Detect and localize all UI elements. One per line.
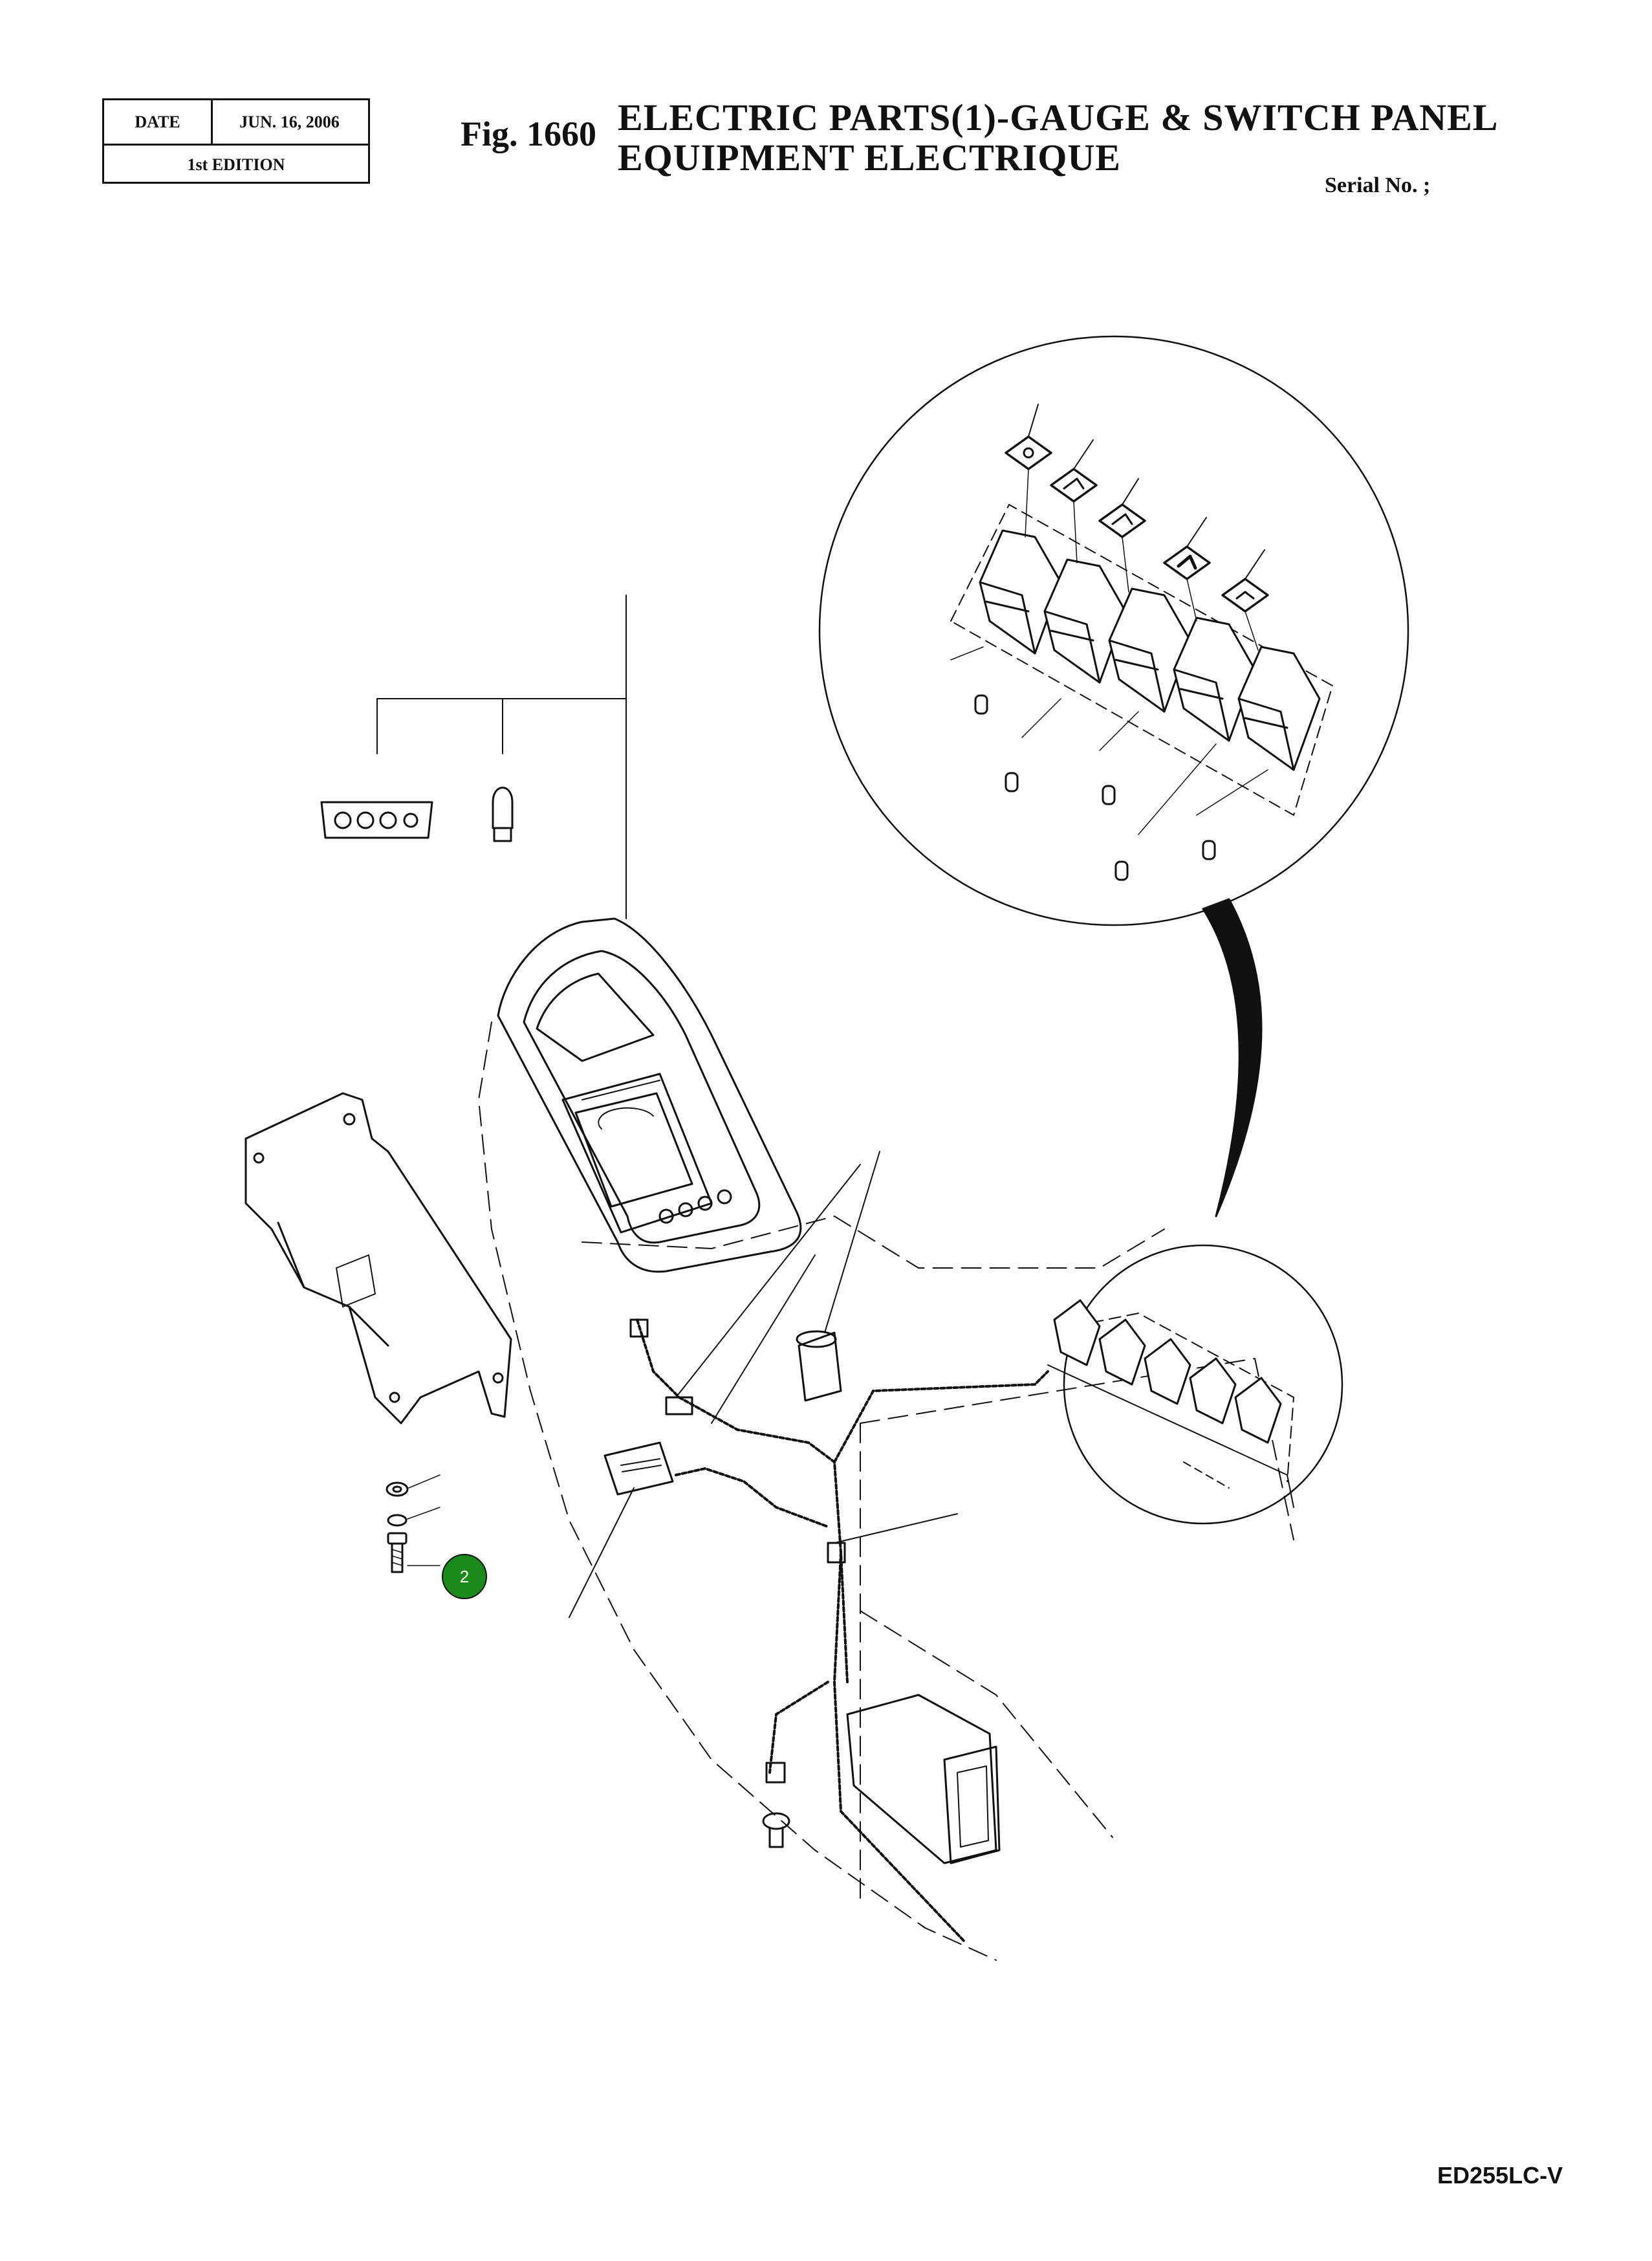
bulb <box>950 646 988 715</box>
rocker-switch <box>1098 1318 1146 1386</box>
mounting-bracket <box>245 1092 512 1425</box>
page-title: ELECTRIC PARTS(1)-GAUGE & SWITCH PANEL <box>618 96 1499 138</box>
date-value: JUN. 16, 2006 <box>239 112 340 131</box>
rocker-switch <box>1043 558 1127 684</box>
air-duct <box>846 1694 1001 1864</box>
sensor <box>796 1151 880 1402</box>
zoom-connector <box>1202 898 1263 1218</box>
callout-label: 2 <box>460 1567 469 1586</box>
washer-symbol-icon <box>1098 503 1146 538</box>
console-outline <box>478 1021 997 1961</box>
horn-symbol-icon <box>1221 578 1269 613</box>
knob <box>762 1812 790 1848</box>
figure-number: Fig. 1660 <box>461 115 596 153</box>
bolt <box>387 1532 440 1573</box>
switch-panel-detail-circle <box>1047 1244 1343 1525</box>
page-subtitle: EQUIPMENT ELECTRIQUE <box>618 137 1121 179</box>
rocker-switch <box>1234 1377 1282 1444</box>
console-outline <box>581 1216 1165 1269</box>
edition-label: 1st EDITION <box>187 155 285 174</box>
rocker-switch <box>1189 1357 1237 1425</box>
console-outline <box>860 1610 1113 1838</box>
travel-alarm-symbol-icon <box>1163 545 1211 580</box>
wiper-symbol-icon <box>1050 468 1098 503</box>
callout-2[interactable]: 2 <box>442 1554 487 1599</box>
rocker-switch <box>1237 646 1321 771</box>
switch-detail-circle <box>818 335 1409 926</box>
console-outline <box>860 1358 1294 1540</box>
connector-block <box>569 1441 674 1618</box>
gauge-subpanel <box>320 801 433 839</box>
bulb <box>1114 743 1217 881</box>
light-symbol-icon <box>1005 435 1052 470</box>
date-edition-box: DATE JUN. 16, 2006 1st EDITION <box>102 98 370 184</box>
lock-washer <box>387 1507 440 1527</box>
model-number: ED255LC-V <box>1437 2162 1563 2189</box>
bulb <box>492 787 514 842</box>
gauge-cluster <box>497 917 802 1273</box>
rocker-switch <box>979 529 1062 655</box>
bulb <box>1005 698 1061 792</box>
date-label: DATE <box>104 100 213 144</box>
rocker-switch <box>1053 1299 1101 1366</box>
rocker-switch <box>1108 587 1191 713</box>
rocker-switch <box>1173 617 1256 742</box>
bulb <box>1099 711 1139 805</box>
leader-tree <box>376 595 627 919</box>
wiring-harness <box>629 1164 1049 1942</box>
bulb <box>1196 769 1268 860</box>
edition-row: 1st EDITION <box>104 146 368 184</box>
rocker-switch <box>1144 1338 1191 1405</box>
date-row: DATE JUN. 16, 2006 <box>104 100 368 146</box>
serial-number: Serial No. ; <box>1325 173 1431 197</box>
washer <box>386 1474 440 1497</box>
